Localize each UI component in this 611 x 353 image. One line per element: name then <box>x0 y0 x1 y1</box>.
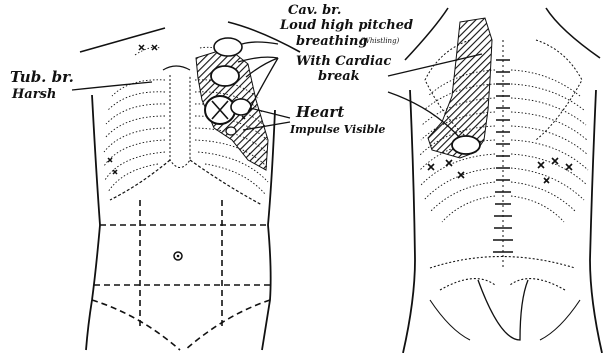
label-impulse-visible: Impulse Visible <box>289 123 385 136</box>
cavity-upper <box>214 38 242 56</box>
heart-impulse <box>231 99 251 115</box>
label-cardiac-2: break <box>318 69 360 84</box>
label-cav-br: Cav. br. <box>288 3 341 18</box>
back-cavity <box>452 136 480 154</box>
cavity-middle <box>211 66 239 86</box>
label-whistling: (Whistling) <box>360 37 400 45</box>
label-tub-br: Tub. br. <box>10 68 74 86</box>
rales-marks-back <box>428 158 572 183</box>
label-heart: Heart <box>295 103 344 121</box>
abdominal-regions <box>92 200 270 350</box>
label-loud: Loud high pitched <box>279 18 413 33</box>
label-harsh: Harsh <box>11 87 56 102</box>
label-cardiac-1: With Cardiac <box>296 54 391 69</box>
heart-apex <box>226 127 236 135</box>
label-breathing: breathing <box>296 34 368 49</box>
spine <box>493 40 513 270</box>
